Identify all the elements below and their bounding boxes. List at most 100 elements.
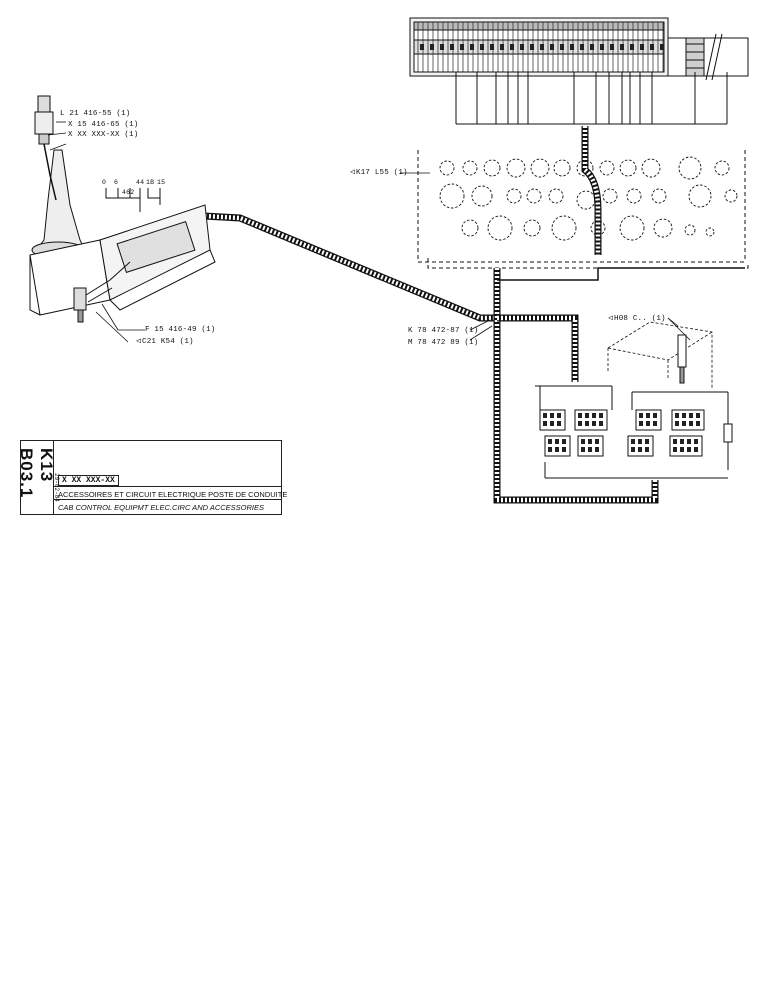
grommet-hole: [483, 159, 501, 177]
terminal-screw: [420, 44, 424, 50]
connector: [669, 435, 703, 457]
terminal-screw: [430, 44, 434, 50]
terminal-screw: [660, 44, 664, 50]
terminal-strip: [409, 17, 669, 77]
grommet-hole: [619, 159, 637, 177]
label-m78: M 78 472 89 (1): [408, 339, 479, 347]
connector: [627, 435, 654, 457]
grommet-hole: [506, 188, 522, 204]
label-switch-xx: X XX XXX-XX (1): [68, 131, 139, 139]
label-c21: C21 K54 (1): [142, 338, 194, 346]
plate-outline: [417, 150, 746, 263]
terminal-screw: [490, 44, 494, 50]
grommet-plate: [439, 156, 738, 241]
terminal-screw: [510, 44, 514, 50]
terminal-screw: [470, 44, 474, 50]
label-k17: K17 L55 (1): [356, 169, 408, 177]
grommet-hole: [461, 219, 479, 237]
terminal-screw: [540, 44, 544, 50]
grommet-hole: [684, 224, 696, 236]
label-k78: K 78 472-87 (1): [408, 327, 479, 335]
wire-code: 44: [136, 179, 145, 186]
control-console: [29, 95, 216, 323]
wire-code: 462: [122, 189, 135, 196]
grommet-hole: [526, 188, 542, 204]
dash-switch: [677, 334, 687, 384]
grommet-hole: [487, 215, 513, 241]
grommet-hole: [599, 160, 615, 176]
terminal-screw: [450, 44, 454, 50]
label-h08: H08 C.. (1): [614, 315, 666, 323]
label-k17-wrap: ◁K17 L55 (1): [350, 168, 408, 178]
pointer-icon: ◁: [350, 168, 356, 177]
terminal-screw: [600, 44, 604, 50]
label-fuse-f: F 15 416-49 (1): [145, 326, 216, 334]
terminal-screw: [480, 44, 484, 50]
connector-blocks: [539, 409, 705, 457]
title-block-frame: [20, 440, 282, 515]
terminal-screw: [460, 44, 464, 50]
connector: [577, 435, 604, 457]
title-divider: [53, 499, 282, 500]
wire-code: 6: [114, 179, 119, 186]
dash-panel: [607, 321, 713, 390]
terminal-screw: [590, 44, 594, 50]
grommet-hole: [619, 215, 645, 241]
connector: [671, 409, 705, 431]
title-english: CAB CONTROL EQUIPMT ELEC.CIRC AND ACCESS…: [58, 503, 265, 512]
grommet-hole: [724, 189, 738, 203]
pointer-icon: ◁: [136, 337, 142, 346]
title-divider: [53, 486, 282, 487]
title-block-code-cell: K13 B03.1: [17, 440, 56, 515]
grommet-hole: [641, 158, 661, 178]
terminal-ticks: [417, 22, 664, 72]
label-h08-wrap: ◁H08 C.. (1): [608, 314, 666, 324]
connector: [539, 409, 566, 431]
grommet-hole: [548, 188, 564, 204]
grommet-hole: [506, 158, 526, 178]
label-switch-l: L 21 416-55 (1): [60, 110, 131, 118]
drawing-code: K13 B03.1: [17, 448, 56, 499]
grommet-hole: [462, 160, 478, 176]
grommet-hole: [523, 219, 541, 237]
wire-code: 15: [157, 179, 166, 186]
grommet-hole: [626, 188, 642, 204]
grommet-hole: [471, 185, 493, 207]
connector: [574, 409, 608, 431]
grommet-hole: [602, 188, 618, 204]
connector: [635, 409, 662, 431]
connector-frame: [535, 385, 733, 479]
terminal-screw: [630, 44, 634, 50]
terminal-extension: [667, 33, 749, 81]
connector: [544, 435, 571, 457]
grommet-hole: [530, 158, 550, 178]
drawing-ref: X XX XXX-XX: [58, 475, 119, 486]
grommet-hole: [705, 227, 715, 237]
grommet-hole: [653, 218, 673, 238]
terminal-screw: [500, 44, 504, 50]
terminal-screw: [570, 44, 574, 50]
grommet-hole: [714, 160, 730, 176]
terminal-screw: [550, 44, 554, 50]
leader-lines: [47, 121, 691, 343]
grommet-hole: [576, 159, 594, 177]
grommet-hole: [551, 215, 577, 241]
grommet-hole: [553, 159, 571, 177]
label-switch-x: X 15 416-65 (1): [68, 121, 139, 129]
terminal-screw: [650, 44, 654, 50]
grommet-hole: [439, 183, 465, 209]
grommet-hole: [439, 160, 455, 176]
console-feed-wires: [105, 188, 161, 212]
grommet-hole: [576, 190, 596, 210]
label-c21-wrap: ◁C21 K54 (1): [136, 337, 194, 347]
title-block: K13 B03.1 29-02-84 X XX XXX-XX ACCESSOIR…: [17, 440, 287, 515]
main-harness: [184, 126, 745, 504]
terminal-screw: [580, 44, 584, 50]
terminal-screw: [440, 44, 444, 50]
terminal-screw: [560, 44, 564, 50]
drop-wires: [455, 72, 728, 124]
terminal-screw: [610, 44, 614, 50]
wire-code: 0: [102, 179, 107, 186]
title-french: ACCESSOIRES ET CIRCUIT ELECTRIQUE POSTE …: [58, 490, 288, 499]
